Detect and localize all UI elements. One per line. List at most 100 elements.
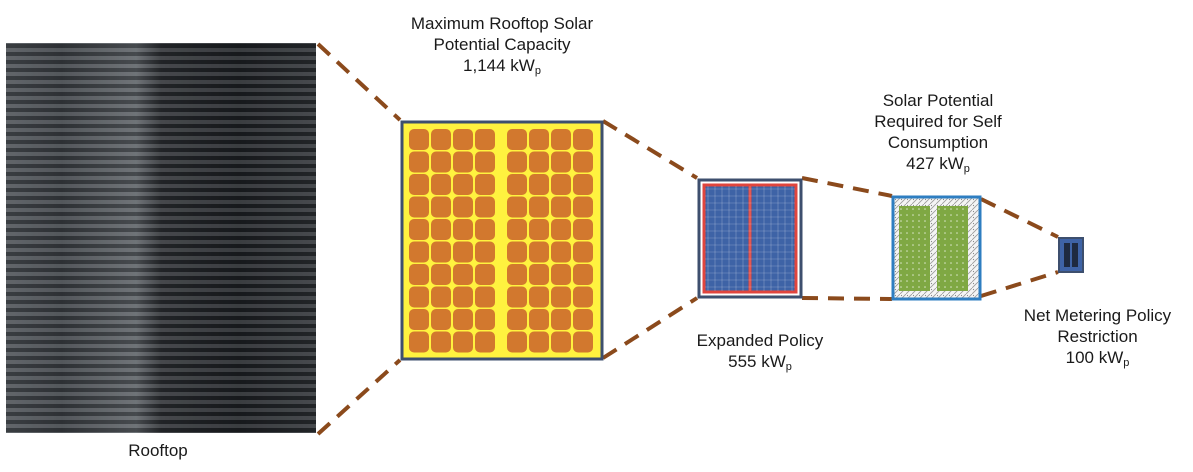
panel-cell [551, 286, 571, 308]
grid-dot [962, 226, 964, 228]
connector-roof-bottom [316, 358, 402, 436]
net-title-line2: Restriction [1057, 327, 1138, 346]
panel-cell [529, 331, 549, 353]
grid-dot [918, 214, 920, 216]
grid-dot [944, 250, 946, 252]
grid-dot [962, 280, 964, 282]
grid-dot [906, 238, 908, 240]
panel-cell [453, 174, 473, 195]
panel-cell [453, 219, 473, 240]
grid-dot [912, 250, 914, 252]
panel-cell [551, 196, 571, 218]
panel-cell [507, 331, 527, 353]
self-title-line3: Consumption [887, 133, 989, 152]
panel-cell [409, 196, 429, 218]
panel-cell [551, 241, 571, 263]
panel-cell [529, 309, 549, 330]
connector-exp-top [801, 176, 893, 198]
grid-dot [938, 274, 940, 276]
grid-dot [900, 238, 902, 240]
grid-dot [950, 250, 952, 252]
grid-dot [962, 256, 964, 258]
grid-dot [906, 232, 908, 234]
panel-cell [453, 331, 473, 353]
grid-dot [944, 280, 946, 282]
grid-dot [900, 220, 902, 222]
grid-dot [950, 274, 952, 276]
panel-cell [431, 331, 451, 353]
grid-dot [956, 262, 958, 264]
grid-dot [950, 244, 952, 246]
grid-dot [944, 214, 946, 216]
panel-cell [409, 309, 429, 330]
grid-dot [962, 274, 964, 276]
panel-cell [551, 219, 571, 240]
panel-cell [551, 151, 571, 173]
grid-dot [962, 220, 964, 222]
grid-dot [924, 226, 926, 228]
panel-cell [573, 286, 593, 308]
grid-dot [944, 232, 946, 234]
grid-dot [912, 262, 914, 264]
label-expanded: Expanded Policy 555 kWp [670, 330, 850, 378]
panel-cell [475, 286, 495, 308]
grid-dot [944, 226, 946, 228]
grid-dot [938, 250, 940, 252]
panel-cell [551, 174, 571, 195]
grid-dot [938, 238, 940, 240]
panel-cell [475, 196, 495, 218]
grid-dot [918, 244, 920, 246]
panel-cell [551, 264, 571, 285]
panel-cell [431, 309, 451, 330]
grid-dot [938, 280, 940, 282]
grid-dot [950, 262, 952, 264]
panel-cell [453, 309, 473, 330]
grid-dot [900, 214, 902, 216]
panel-cell [453, 241, 473, 263]
panel-cell [507, 151, 527, 173]
expanded-value: 555 kW [728, 352, 786, 371]
grid-dot [900, 250, 902, 252]
panel-cell [507, 241, 527, 263]
label-net-metering: Net Metering Policy Restriction 100 kWp [1005, 305, 1190, 374]
panel-cell [507, 174, 527, 195]
label-rooftop: Rooftop [98, 440, 218, 461]
grid-dot [950, 208, 952, 210]
panel-cell [431, 286, 451, 308]
maximum-panel-cells [409, 129, 593, 353]
grid-dot [962, 286, 964, 288]
grid-dot [906, 220, 908, 222]
panel-cell [573, 331, 593, 353]
panel-cell [573, 241, 593, 263]
panel-cell [573, 264, 593, 285]
expanded-title: Expanded Policy [696, 331, 824, 350]
panel-cell [453, 129, 473, 150]
panel-cell [409, 331, 429, 353]
grid-dot [950, 268, 952, 270]
self-consumption-solar-panel-icon [891, 195, 982, 301]
grid-dot [912, 280, 914, 282]
grid-dot [918, 274, 920, 276]
grid-dot [918, 208, 920, 210]
panel-cell [431, 241, 451, 263]
grid-dot [912, 238, 914, 240]
grid-dot [956, 214, 958, 216]
connector-max-top [601, 119, 699, 180]
grid-dot [962, 262, 964, 264]
grid-dot [918, 232, 920, 234]
grid-dot [938, 232, 940, 234]
panel-cell [475, 151, 495, 173]
grid-dot [938, 256, 940, 258]
panel-cell [453, 286, 473, 308]
grid-dot [938, 286, 940, 288]
grid-dot [918, 286, 920, 288]
grid-dot [924, 256, 926, 258]
panel-cell [529, 286, 549, 308]
panel-cell [409, 264, 429, 285]
grid-dot [956, 244, 958, 246]
grid-dot [918, 238, 920, 240]
grid-dot [962, 238, 964, 240]
grid-dot [938, 268, 940, 270]
panel-cell [475, 129, 495, 150]
panel-cell [573, 174, 593, 195]
